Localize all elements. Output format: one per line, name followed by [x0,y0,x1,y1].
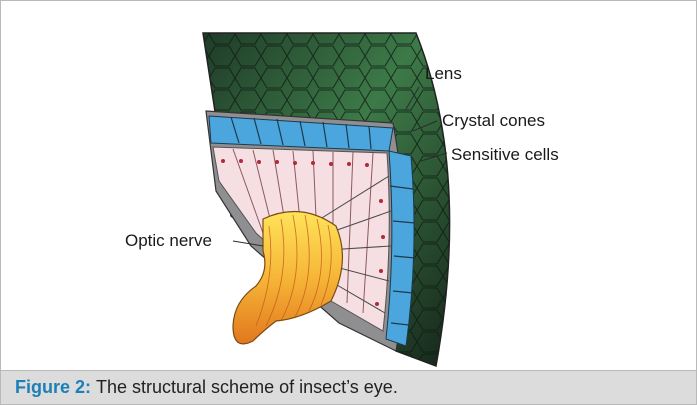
label-lens: Lens [425,64,462,84]
caption-label: Figure 2: [15,377,91,398]
figure-image: Lens Crystal cones Sensitive cells Optic… [1,1,696,369]
label-sensitive-cells: Sensitive cells [451,145,559,165]
label-crystal-cones: Crystal cones [442,111,545,131]
caption-text: The structural scheme of insect’s eye. [96,377,398,398]
label-optic-nerve: Optic nerve [125,231,212,251]
insect-eye-diagram [1,1,696,369]
figure-caption: Figure 2: The structural scheme of insec… [1,370,696,404]
